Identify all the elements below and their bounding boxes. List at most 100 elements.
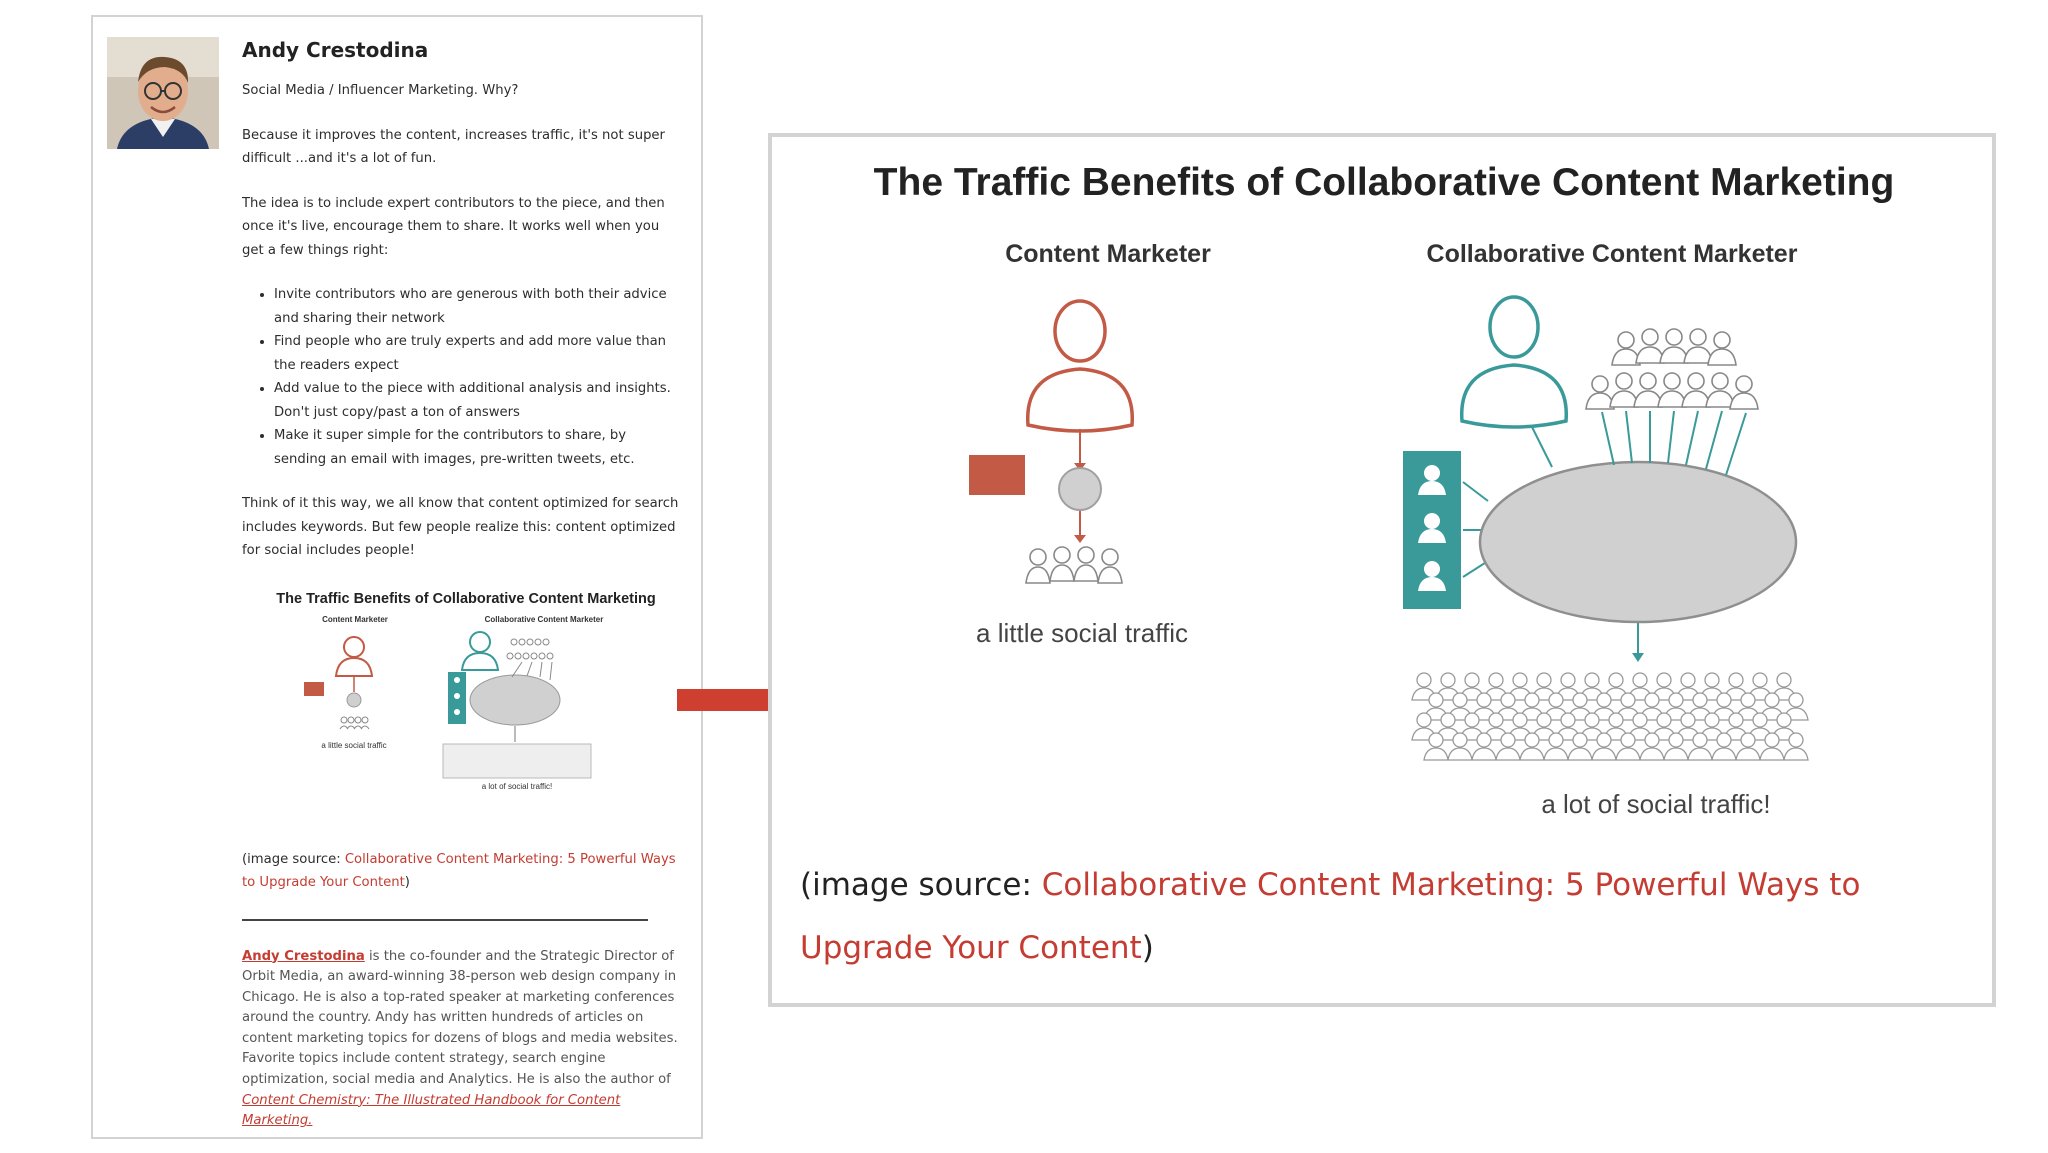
crowd-person-icon	[1693, 693, 1707, 707]
crowd-person-icon	[1621, 733, 1635, 747]
crowd-person-icon	[1681, 713, 1695, 727]
crowd-person-icon	[1597, 733, 1611, 747]
crowd-person-icon	[1765, 693, 1779, 707]
mini-left-label: a little social traffic	[321, 741, 386, 750]
bio-text: is the co-founder and the Strategic Dire…	[242, 949, 678, 1088]
crowd-person-icon	[1417, 673, 1431, 687]
distribution-node	[1059, 468, 1101, 510]
crowd-person-body	[1640, 748, 1664, 760]
crowd-person-icon	[1513, 713, 1527, 727]
crowd-person-icon	[1549, 693, 1563, 707]
mini-small-crowd	[340, 717, 369, 729]
crowd-person-icon	[1441, 673, 1455, 687]
crowd-person-icon	[1633, 673, 1647, 687]
crowd-person-icon	[1717, 693, 1731, 707]
crowd-person-icon	[1501, 733, 1515, 747]
crowd-person-icon	[1609, 673, 1623, 687]
mini-left-heading: Content Marketer	[322, 615, 388, 624]
divider	[242, 919, 648, 921]
bio-author-link[interactable]: Andy Crestodina	[242, 949, 365, 964]
crowd-person-icon	[1777, 673, 1791, 687]
crowd-person-icon	[1789, 733, 1803, 747]
crowd-person-icon	[1573, 733, 1587, 747]
crowd-person-body	[1544, 748, 1568, 760]
right-traffic-label: a lot of social traffic!	[1541, 789, 1770, 819]
book-link[interactable]: Content Chemistry: The Illustrated Handb…	[242, 1093, 620, 1129]
crowd-person-body	[1784, 748, 1808, 760]
crowd-person-icon	[1693, 733, 1707, 747]
influencer-crowd-icon	[1586, 329, 1758, 409]
list-item: Add value to the piece with additional a…	[274, 377, 682, 424]
crowd-person-body	[1664, 748, 1688, 760]
article-body: Andy Crestodina Social Media / Influence…	[242, 37, 682, 1153]
crowd-person-icon	[1465, 673, 1479, 687]
crowd-person-icon	[1429, 733, 1443, 747]
mini-large-crowd	[443, 744, 591, 778]
crowd-person-icon	[1597, 693, 1611, 707]
paragraph: The idea is to include expert contributo…	[242, 192, 682, 263]
crowd-person-icon	[1561, 673, 1575, 687]
crowd-person-icon	[1609, 713, 1623, 727]
crowd-person-body	[1472, 748, 1496, 760]
crowd-person-icon	[1729, 673, 1743, 687]
author-bio: Andy Crestodina is the co-founder and th…	[242, 947, 682, 1132]
crowd-person-icon	[1681, 673, 1695, 687]
crowd-person-icon	[1705, 713, 1719, 727]
mini-right-label: a lot of social traffic!	[482, 782, 553, 791]
crowd-person-icon	[1417, 713, 1431, 727]
crowd-person-icon	[1753, 713, 1767, 727]
crowd-person-icon	[1513, 673, 1527, 687]
collaborator-person-icon	[1462, 297, 1567, 427]
mini-teal-person-icon	[462, 632, 498, 670]
left-heading: Content Marketer	[1005, 240, 1211, 268]
crowd-person-icon	[1573, 693, 1587, 707]
crowd-person-icon	[1489, 713, 1503, 727]
crowd-person-icon	[1717, 733, 1731, 747]
crowd-person-icon	[1777, 713, 1791, 727]
crowd-person-icon	[1441, 713, 1455, 727]
crowd-person-icon	[1657, 713, 1671, 727]
crowd-person-body	[1568, 748, 1592, 760]
crowd-person-icon	[1561, 713, 1575, 727]
crowd-person-icon	[1453, 693, 1467, 707]
crowd-person-icon	[1453, 733, 1467, 747]
crowd-person-icon	[1705, 673, 1719, 687]
crowd-person-icon	[1645, 733, 1659, 747]
enlarged-figure: The Traffic Benefits of Collaborative Co…	[772, 137, 1992, 837]
crowd-person-icon	[1633, 713, 1647, 727]
crowd-person-icon	[1645, 693, 1659, 707]
small-crowd-icon	[1026, 547, 1122, 583]
crowd-person-body	[1520, 748, 1544, 760]
paragraph: Think of it this way, we all know that c…	[242, 492, 682, 563]
article-figure: The Traffic Benefits of Collaborative Co…	[242, 584, 682, 834]
crowd-person-icon	[1429, 693, 1443, 707]
crowd-person-body	[1424, 748, 1448, 760]
crowd-person-icon	[1477, 693, 1491, 707]
list-item: Make it super simple for the contributor…	[274, 424, 682, 471]
crowd-person-body	[1592, 748, 1616, 760]
crowd-person-icon	[1489, 673, 1503, 687]
crowd-person-icon	[1789, 693, 1803, 707]
mini-right-heading: Collaborative Content Marketer	[485, 615, 604, 624]
large-crowd-icon	[1412, 673, 1808, 760]
list-item: Find people who are truly experts and ad…	[274, 330, 682, 377]
topic-line: Social Media / Influencer Marketing. Why…	[242, 79, 682, 103]
list-item: Invite contributors who are generous wit…	[274, 283, 682, 330]
content-marketer-person-icon	[1028, 301, 1133, 431]
mini-node	[347, 693, 361, 707]
crowd-person-icon	[1525, 693, 1539, 707]
crowd-person-icon	[1585, 713, 1599, 727]
crowd-person-body	[1688, 748, 1712, 760]
crowd-person-icon	[1465, 713, 1479, 727]
crowd-person-icon	[1585, 673, 1599, 687]
crowd-person-icon	[1621, 693, 1635, 707]
right-heading: Collaborative Content Marketer	[1427, 240, 1798, 268]
content-block	[969, 455, 1025, 495]
tips-list: Invite contributors who are generous wit…	[242, 283, 682, 471]
crowd-person-icon	[1741, 693, 1755, 707]
author-name: Andy Crestodina	[242, 37, 682, 63]
crowd-person-icon	[1753, 673, 1767, 687]
crowd-person-icon	[1657, 673, 1671, 687]
author-avatar	[107, 37, 219, 149]
crowd-person-body	[1496, 748, 1520, 760]
